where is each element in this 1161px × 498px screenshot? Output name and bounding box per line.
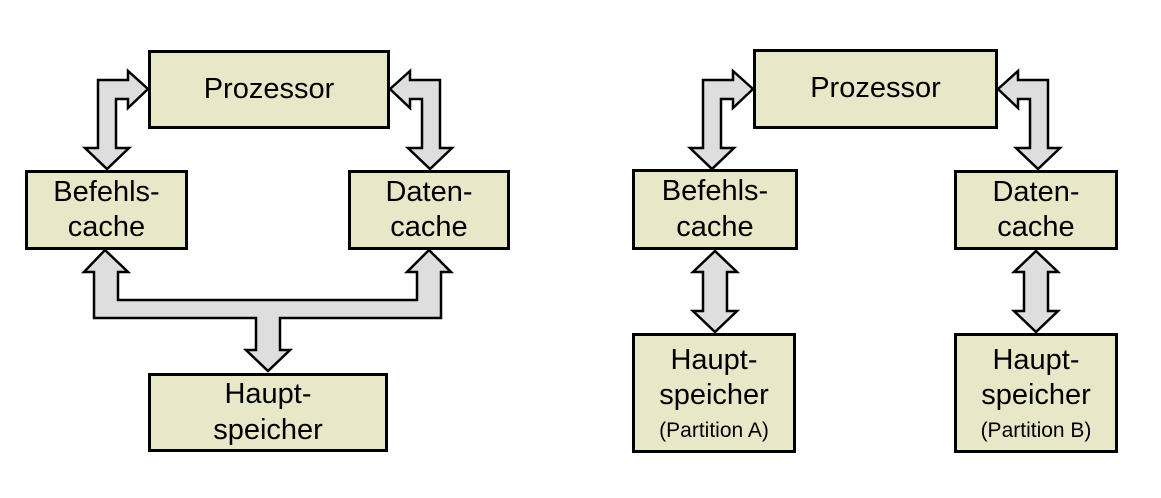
left-datencache-label: Daten- cache [385,175,473,243]
right-hauptspeicher-a-box: Haupt- speicher (Partition A) [632,333,796,453]
left-hauptspeicher-box: Haupt- speicher [148,373,388,452]
right-hauptspeicher-a-label: Haupt- speicher [659,343,769,411]
left-prozessor-box: Prozessor [148,50,390,129]
left-arrow-prozessor-befehlscache [81,68,150,171]
right-hauptspeicher-a-partition-label: (Partition A) [659,419,769,443]
right-arrow-datencache-hauptspeicherB [1010,249,1062,334]
left-datencache-box: Daten- cache [348,170,510,250]
right-prozessor-label: Prozessor [810,72,941,105]
left-prozessor-label: Prozessor [203,72,335,105]
right-hauptspeicher-b-partition-label: (Partition B) [980,419,1092,443]
right-befehlscache-label: Befehls- cache [661,175,769,243]
right-hauptspeicher-b-label: Haupt- speicher [981,343,1091,411]
right-datencache-box: Daten- cache [954,170,1118,250]
left-arrow-caches-hauptspeicher [81,248,455,373]
left-arrow-prozessor-datencache [388,68,456,171]
left-befehlscache-label: Befehls- cache [53,175,160,243]
right-arrow-prozessor-datencache [996,68,1064,171]
right-befehlscache-box: Befehls- cache [632,169,798,250]
left-befehlscache-box: Befehls- cache [25,170,188,250]
right-datencache-label: Daten- cache [992,175,1080,243]
right-hauptspeicher-b-box: Haupt- speicher (Partition B) [954,333,1118,453]
right-prozessor-box: Prozessor [753,49,998,129]
left-hauptspeicher-label: Haupt- speicher [213,378,323,446]
right-arrow-befehlscache-hauptspeicherA [689,249,741,334]
right-arrow-prozessor-befehlscache [686,68,755,171]
